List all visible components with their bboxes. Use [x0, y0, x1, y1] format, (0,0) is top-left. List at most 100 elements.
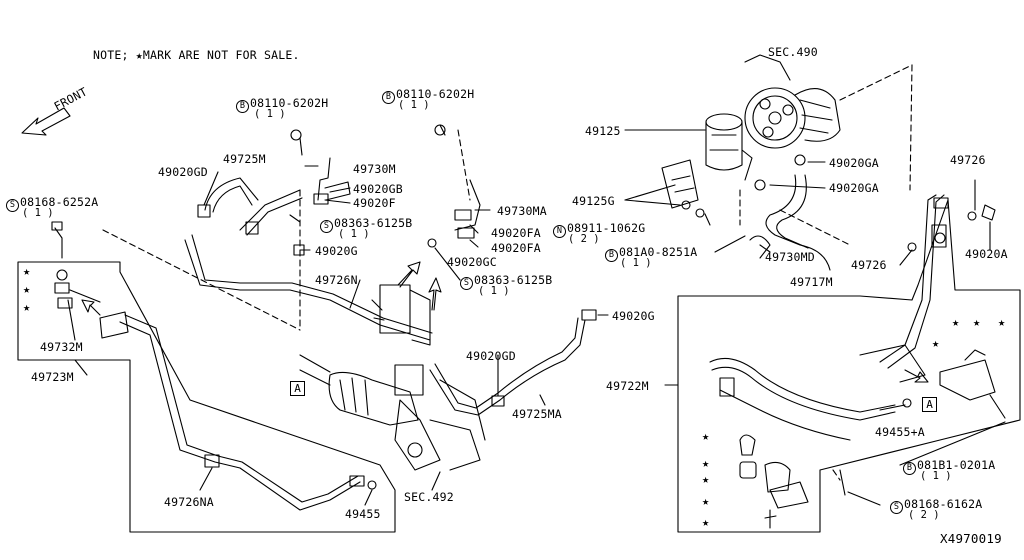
steering-gear-box	[299, 284, 486, 471]
clamp-parts	[739, 434, 846, 529]
dashed-leaders	[102, 64, 913, 481]
assembly-box-49722m	[677, 199, 1021, 533]
bolt-part-number: 08363-6125B	[334, 216, 413, 230]
section-490-label: SEC.490	[768, 45, 818, 59]
part-label-49125g: 49125G	[572, 194, 615, 208]
part-label-49722m: 49722M	[606, 379, 649, 393]
not-for-sale-star-icon: ★	[702, 494, 710, 508]
part-label-49730m: 49730M	[353, 162, 396, 176]
bolt-qty-6: ( 2 )	[568, 233, 600, 245]
pressure-pipe-49722m	[709, 344, 1006, 441]
reservoir-tank	[705, 113, 753, 181]
part-label-49020gd-2: 49020GD	[466, 349, 516, 363]
bolt-prefix-icon: B	[236, 100, 249, 113]
part-label-49726na: 49726NA	[164, 495, 214, 509]
part-label-49732m: 49732M	[40, 340, 83, 354]
part-label-49730ma: 49730MA	[497, 204, 547, 218]
bolt-qty-4: ( 1 )	[338, 228, 370, 240]
part-label-49020gc: 49020GC	[447, 255, 497, 269]
part-label-49455a: 49455+A	[875, 425, 925, 439]
fitting-cluster-49732m	[51, 221, 101, 309]
not-for-sale-star-icon: ★	[702, 515, 710, 529]
bolt-qty-3: ( 1 )	[22, 207, 54, 219]
part-label-49726-1: 49726	[950, 153, 986, 167]
pipe-49726na	[99, 311, 377, 511]
part-label-49726n: 49726N	[315, 273, 358, 287]
not-for-sale-star-icon: ★	[998, 315, 1006, 329]
bolt-qty-7: ( 1 )	[620, 257, 652, 269]
part-label-49020a: 49020A	[965, 247, 1008, 261]
front-arrow-icon	[21, 107, 71, 136]
not-for-sale-star-icon: ★	[23, 264, 31, 278]
bolt-prefix-icon: S	[6, 199, 19, 212]
part-label-49020f: 49020F	[353, 196, 396, 210]
part-label-49020fa-1: 49020FA	[491, 226, 541, 240]
bolt-part-number: 08110-6202H	[250, 96, 329, 110]
callout-a-right: A	[922, 397, 937, 412]
part-label-49020g-1: 49020G	[315, 244, 358, 258]
leader-lines	[67, 129, 1006, 506]
bolt-prefix-icon: B	[903, 462, 916, 475]
section-492-label: SEC.492	[404, 490, 454, 504]
not-for-sale-star-icon: ★	[23, 282, 31, 296]
not-for-sale-star-icon: ★	[973, 315, 981, 329]
bolt-prefix-icon: B	[605, 249, 618, 262]
part-label-49020g-2: 49020G	[612, 309, 655, 323]
part-label-49020ga-2: 49020GA	[829, 181, 879, 195]
bolt-prefix-icon: S	[460, 277, 473, 290]
bolt-part-number: 08911-1062G	[567, 221, 646, 235]
bolt-qty-9: ( 2 )	[908, 509, 940, 521]
bolt-qty-2: ( 1 )	[398, 99, 430, 111]
part-label-49125: 49125	[585, 124, 621, 138]
assembly-box-49723m	[17, 261, 396, 533]
part-label-49020gd-1: 49020GD	[158, 165, 208, 179]
bolt-part-number: 08363-6125B	[474, 273, 553, 287]
bolt-part-number: 08110-6202H	[396, 87, 475, 101]
diagram-id: X4970019	[940, 531, 1002, 546]
part-label-49020gb: 49020GB	[353, 182, 403, 196]
callout-a-left: A	[290, 381, 305, 396]
return-pipe-right	[879, 194, 996, 369]
part-label-49455: 49455	[345, 507, 381, 521]
not-for-sale-star-icon: ★	[702, 472, 710, 486]
note-text: NOTE; ★MARK ARE NOT FOR SALE.	[93, 48, 300, 62]
bolt-part-number: 081B1-0201A	[917, 458, 996, 472]
bracket-49730ma	[427, 124, 481, 248]
bracket-49125g	[661, 159, 699, 209]
part-label-49730md: 49730MD	[765, 250, 815, 264]
bolt-prefix-icon: N	[553, 225, 566, 238]
bolt-qty-8: ( 1 )	[920, 470, 952, 482]
part-label-49726-2: 49726	[851, 258, 887, 272]
power-steering-pump	[744, 54, 841, 149]
not-for-sale-star-icon: ★	[932, 336, 940, 350]
part-label-49020fa-2: 49020FA	[491, 241, 541, 255]
return-tube-49726n	[184, 189, 433, 341]
assembly-arrows	[81, 261, 929, 383]
bolt-part-number: 081A0-8251A	[619, 245, 698, 259]
not-for-sale-star-icon: ★	[23, 300, 31, 314]
not-for-sale-star-icon: ★	[952, 315, 960, 329]
not-for-sale-star-icon: ★	[702, 456, 710, 470]
bolt-prefix-icon: S	[320, 220, 333, 233]
part-label-49020ga-1: 49020GA	[829, 156, 879, 170]
bolt-prefix-icon: S	[890, 501, 903, 514]
not-for-sale-star-icon: ★	[702, 429, 710, 443]
bolt-part-number: 08168-6162A	[904, 497, 983, 511]
part-label-49723m: 49723M	[31, 370, 74, 384]
bolt-qty-5: ( 1 )	[478, 285, 510, 297]
part-label-49725ma: 49725MA	[512, 407, 562, 421]
bolt-prefix-icon: B	[382, 91, 395, 104]
hose-49717m	[749, 174, 831, 271]
bolt-part-number: 08168-6252A	[20, 195, 99, 209]
